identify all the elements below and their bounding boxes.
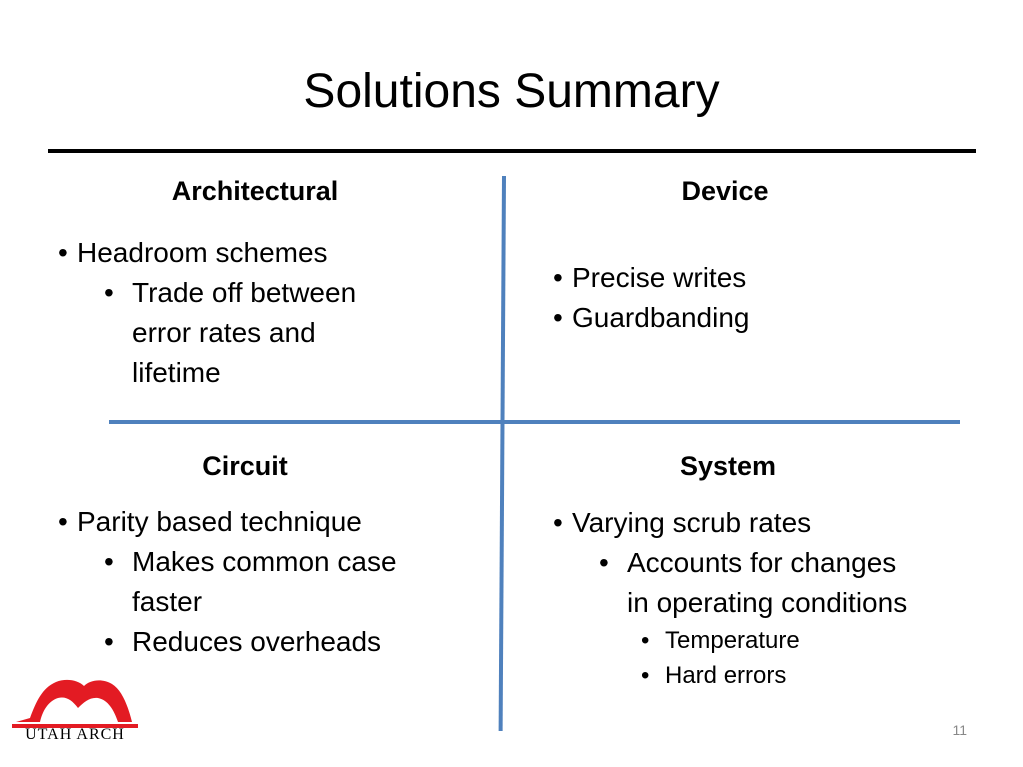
heading-circuit: Circuit: [202, 451, 288, 481]
sub-line: Makes common case: [132, 546, 397, 577]
sub-line: faster: [132, 586, 203, 617]
page-number: 11: [952, 722, 967, 738]
heading-architectural: Architectural: [171, 176, 339, 206]
bullet-accounts-for-changes: Accounts for changes in operating condit…: [550, 543, 1020, 623]
list-architectural: Headroom schemes Trade off between error…: [55, 233, 485, 393]
bullet-varying-scrub-rates: Varying scrub rates: [550, 503, 1020, 543]
bullet-precise-writes: Precise writes: [550, 258, 990, 298]
list-circuit: Parity based technique Makes common case…: [55, 502, 485, 662]
slide-title: Solutions Summary: [303, 65, 720, 118]
sub-line: Accounts for changes: [627, 547, 897, 578]
horizontal-divider: [109, 420, 960, 424]
bullet-guardbanding: Guardbanding: [550, 298, 990, 338]
sub-line: in operating conditions: [627, 587, 908, 618]
bullet-temperature: Temperature: [550, 623, 1020, 658]
bullet-trade-off: Trade off between error rates and lifeti…: [55, 273, 485, 393]
bullet-parity-based: Parity based technique: [55, 502, 485, 542]
bullet-makes-common-case: Makes common case faster: [55, 542, 485, 622]
bullet-reduces-overheads: Reduces overheads: [55, 622, 485, 662]
arch-icon: [12, 679, 138, 728]
title-underline: [48, 149, 976, 153]
sub-line: error rates and: [132, 317, 316, 348]
arch-base: [12, 724, 138, 728]
bullet-hard-errors: Hard errors: [550, 658, 1020, 693]
sub-line: Trade off between: [132, 277, 357, 308]
arch-shape: [16, 679, 132, 722]
list-device: Precise writes Guardbanding: [550, 258, 990, 338]
heading-device: Device: [681, 176, 769, 206]
utah-arch-logo: UTAH ARCH: [12, 668, 138, 748]
logo-text: UTAH ARCH: [25, 726, 125, 743]
heading-system: System: [679, 451, 777, 481]
bullet-headroom-schemes: Headroom schemes: [55, 233, 485, 273]
sub-line: lifetime: [132, 357, 221, 388]
list-system: Varying scrub rates Accounts for changes…: [550, 503, 1020, 693]
vertical-divider: [498, 176, 506, 732]
